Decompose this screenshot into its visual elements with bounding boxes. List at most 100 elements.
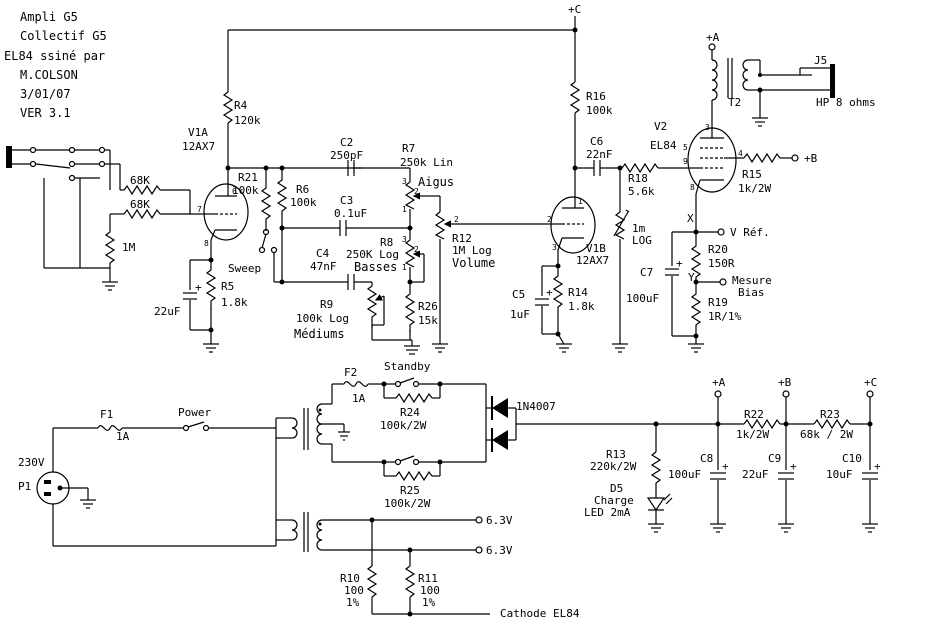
c8-value: 100uF: [668, 468, 701, 481]
title-line-5: 3/01/07: [20, 87, 71, 101]
pot-1m: 1m: [632, 222, 646, 235]
r68k-a-label: 68K: [130, 174, 150, 187]
r13-name: R13: [606, 448, 626, 461]
c4-value: 47nF: [310, 260, 337, 273]
c7-name: C7: [640, 266, 653, 279]
r24-name: R24: [400, 406, 420, 419]
r7-value: 250k Lin: [400, 156, 453, 169]
mediums-label: Médiums: [294, 327, 345, 341]
r15-value: 1k/2W: [738, 182, 771, 195]
power-label: Power: [178, 406, 211, 419]
r18-value: 5.6k: [628, 185, 655, 198]
f1-value: 1A: [116, 430, 130, 443]
hp-label: HP 8 ohms: [816, 96, 876, 109]
v1b-name: V1B: [586, 242, 606, 255]
r8-pin-1: 1: [402, 263, 407, 272]
c5-name: C5: [512, 288, 525, 301]
plus-c-rail: +C: [227, 3, 581, 92]
v1b-pin-2: 2: [547, 215, 552, 224]
v1a-type: 12AX7: [182, 140, 215, 153]
c3-name: C3: [340, 194, 353, 207]
f1-label: F1: [100, 408, 113, 421]
r22-name: R22: [744, 408, 764, 421]
standby-section: F2 1A Standby R24 100k/2W R25 100k/2: [332, 360, 486, 510]
r25-value: 100k/2W: [384, 497, 431, 510]
v2-type: EL84: [650, 139, 677, 152]
c9-plus: +: [790, 460, 797, 473]
c2-value: 250pF: [330, 149, 363, 162]
r16-name: R16: [586, 90, 606, 103]
v1b-pin-1: 1: [578, 197, 583, 206]
r5-name: R5: [221, 280, 234, 293]
title-line-6: VER 3.1: [20, 106, 71, 120]
r25-name: R25: [400, 484, 420, 497]
plus-b-ps-label: +B: [778, 376, 792, 389]
bias-label: Bias: [738, 286, 765, 299]
d5-led: LED 2mA: [584, 506, 631, 519]
r4-value: 120k: [234, 114, 261, 127]
v1a-name: V1A: [188, 126, 208, 139]
r20-name: R20: [708, 243, 728, 256]
r10-value: 100: [344, 584, 364, 597]
r22-value: 1k/2W: [736, 428, 769, 441]
plus-a-ps-label: +A: [712, 376, 726, 389]
v1a-pin-8: 8: [204, 239, 209, 248]
r7-name: R7: [402, 142, 415, 155]
r14-value: 1.8k: [568, 300, 595, 313]
d5-charge: Charge: [594, 494, 634, 507]
v1b-pin-3: 3: [552, 243, 557, 252]
r4-name: R4: [234, 99, 248, 112]
plus-a-top-label: +A: [706, 31, 720, 44]
c7-plus: +: [676, 257, 683, 270]
v2-name: V2: [654, 120, 667, 133]
r26-name: R26: [418, 300, 438, 313]
r11-value: 100: [420, 584, 440, 597]
r68k-resistors: 68K 68K 1M: [102, 174, 200, 291]
f2-value: 1A: [352, 392, 366, 405]
standby-label: Standby: [384, 360, 431, 373]
r9-name: R9: [320, 298, 333, 311]
v1b-type: 12AX7: [576, 254, 609, 267]
basses-label: Basses: [354, 260, 397, 274]
d5-name: D5: [610, 482, 623, 495]
r23-name: R23: [820, 408, 840, 421]
diode-label: 1N4007: [516, 400, 556, 413]
sweep-label: Sweep: [228, 262, 261, 275]
r26-value: 15k: [418, 314, 438, 327]
plus-c-ps-label: +C: [864, 376, 877, 389]
c9-value: 22uF: [742, 468, 769, 481]
v2-pin-8: 8: [690, 183, 695, 192]
heater-2-label: 6.3V: [486, 544, 513, 557]
mains-input: 230V P1 F1 1A Power: [18, 406, 277, 547]
c10-name: C10: [842, 452, 862, 465]
heater-1-label: 6.3V: [486, 514, 513, 527]
r14-name: R14: [568, 286, 588, 299]
r11-tol: 1%: [422, 596, 436, 609]
r10-name: R10: [340, 572, 360, 585]
plus-c-top-label: +C: [568, 3, 581, 16]
r10-tol: 1%: [346, 596, 360, 609]
c22uf-label: 22uF: [154, 305, 181, 318]
rectifier-diodes: 1N4007: [485, 384, 656, 462]
c9-name: C9: [768, 452, 781, 465]
v1a-pin-6: 6: [232, 187, 237, 196]
title-line-4: M.COLSON: [20, 68, 78, 82]
r6-name: R6: [296, 183, 309, 196]
r7-pin-3: 3: [402, 177, 407, 186]
c2-name: C2: [340, 136, 353, 149]
v1a-pin-7: 7: [197, 205, 202, 214]
r20-value: 150R: [708, 257, 735, 270]
r9-value: 100k Log: [296, 312, 349, 325]
title-line-1: Ampli G5: [20, 10, 78, 24]
c5-value: 1uF: [510, 308, 530, 321]
vref-label: V Réf.: [730, 226, 770, 239]
p1-label: P1: [18, 480, 31, 493]
power-transformer: 6.3V 6.3V R10 100 1% R11 100 1% Cathode …: [276, 383, 580, 620]
r8-value: 250K Log: [346, 248, 399, 261]
c8-name: C8: [700, 452, 713, 465]
title-block: Ampli G5 Collectif G5 EL84 ssiné par M.C…: [4, 10, 107, 120]
plus-b-out-label: +B: [804, 152, 818, 165]
y-label: Y: [688, 271, 695, 284]
r12-pin-2: 2: [454, 215, 459, 224]
